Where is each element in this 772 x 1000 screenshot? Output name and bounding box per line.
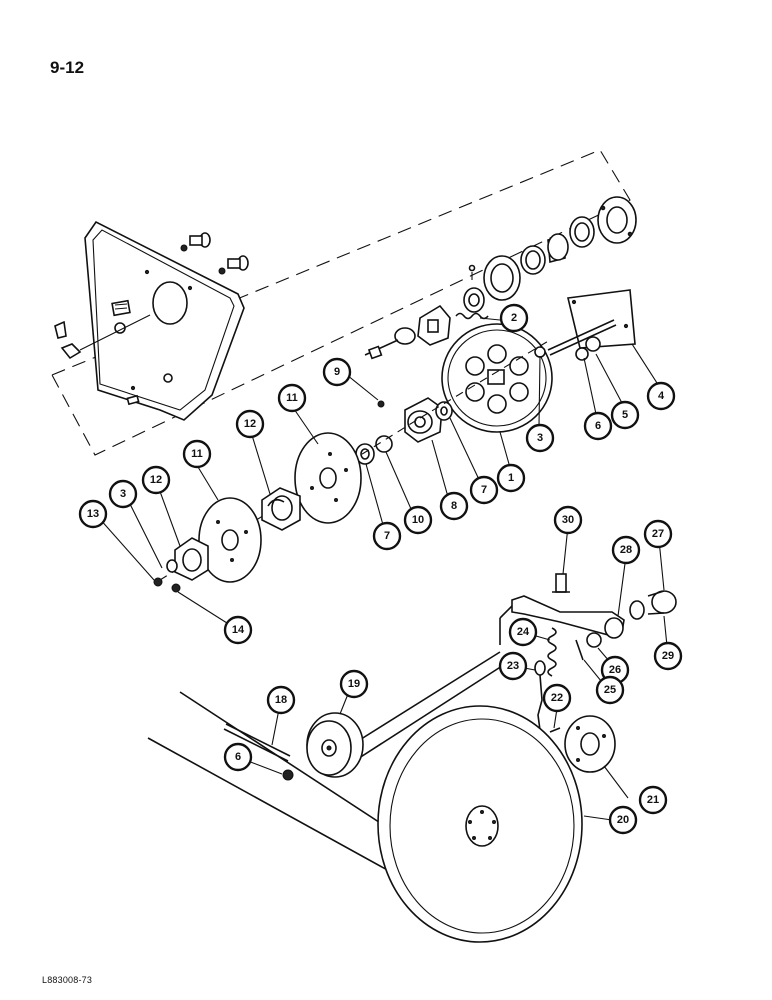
svg-text:6: 6 xyxy=(235,751,241,763)
svg-text:25: 25 xyxy=(604,684,616,696)
callout-11: 11 xyxy=(277,383,307,413)
callout-25: 25 xyxy=(595,675,625,705)
upper-clutch-set xyxy=(261,432,362,531)
svg-text:3: 3 xyxy=(120,488,126,500)
callout-3: 3 xyxy=(525,423,555,453)
figure-id: L883008-73 xyxy=(42,975,93,985)
callout-22: 22 xyxy=(542,683,572,713)
callout-27: 27 xyxy=(643,519,673,549)
assembly-axes xyxy=(159,339,551,581)
callout-5: 5 xyxy=(610,400,640,430)
svg-text:1: 1 xyxy=(508,472,514,484)
callout-19: 19 xyxy=(339,669,369,699)
callout-13: 13 xyxy=(78,499,108,529)
small-pulley xyxy=(282,712,364,781)
callout-23: 23 xyxy=(498,651,528,681)
callout-7: 7 xyxy=(469,475,499,505)
svg-text:5: 5 xyxy=(622,409,628,421)
svg-text:8: 8 xyxy=(451,500,457,512)
callout-30: 30 xyxy=(553,505,583,535)
callout-3b: 3 xyxy=(108,479,138,509)
callout-7b: 7 xyxy=(372,521,402,551)
pivot-bracket xyxy=(534,289,636,361)
large-pulley xyxy=(377,705,583,943)
key-rod xyxy=(223,723,291,762)
callout-29: 29 xyxy=(653,641,683,671)
cover-enclosure xyxy=(51,149,631,456)
bearing-flange xyxy=(355,397,453,465)
callout-28: 28 xyxy=(611,535,641,565)
callout-2: 2 xyxy=(499,303,529,333)
callout-12: 12 xyxy=(235,409,265,439)
callout-10: 10 xyxy=(403,505,433,535)
callout-18: 18 xyxy=(266,685,296,715)
svg-text:30: 30 xyxy=(562,514,574,526)
callout-6: 6 xyxy=(583,411,613,441)
callout-9: 9 xyxy=(322,357,352,387)
pulley-hub xyxy=(564,715,616,773)
cam-plate xyxy=(364,304,451,360)
cover-panel xyxy=(84,220,245,421)
callout-12b: 12 xyxy=(141,465,171,495)
large-gear xyxy=(441,323,553,433)
svg-text:22: 22 xyxy=(551,692,563,704)
svg-text:4: 4 xyxy=(658,390,665,402)
svg-text:26: 26 xyxy=(609,664,621,676)
callout-21: 21 xyxy=(638,785,668,815)
svg-text:10: 10 xyxy=(412,514,424,526)
page-number: 9-12 xyxy=(50,58,85,77)
lower-clutch-set xyxy=(153,497,262,593)
svg-text:9: 9 xyxy=(334,366,340,378)
svg-text:12: 12 xyxy=(244,418,256,430)
svg-text:18: 18 xyxy=(275,694,287,706)
callout-leaders xyxy=(98,317,669,821)
idler-arm xyxy=(499,573,677,661)
svg-text:28: 28 xyxy=(620,544,632,556)
svg-text:20: 20 xyxy=(617,814,629,826)
bearing-housing-stack xyxy=(463,196,637,313)
svg-text:21: 21 xyxy=(647,794,659,806)
tension-spring xyxy=(534,627,561,733)
svg-text:3: 3 xyxy=(537,432,543,444)
spring-small xyxy=(455,312,489,320)
callout-11b: 11 xyxy=(182,439,212,469)
svg-text:19: 19 xyxy=(348,678,360,690)
callout-4: 4 xyxy=(646,381,676,411)
svg-text:12: 12 xyxy=(150,474,162,486)
panel-hardware xyxy=(54,232,249,406)
svg-text:11: 11 xyxy=(191,448,203,460)
callout-14: 14 xyxy=(223,615,253,645)
callout-20: 20 xyxy=(608,805,638,835)
svg-text:23: 23 xyxy=(507,660,519,672)
svg-text:14: 14 xyxy=(232,624,245,636)
svg-text:7: 7 xyxy=(384,530,390,542)
svg-text:11: 11 xyxy=(286,392,298,404)
svg-text:2: 2 xyxy=(511,312,517,324)
callout-6b: 6 xyxy=(223,742,253,772)
svg-text:13: 13 xyxy=(87,508,99,520)
svg-text:7: 7 xyxy=(481,484,487,496)
callout-24: 24 xyxy=(508,617,538,647)
svg-text:24: 24 xyxy=(517,626,530,638)
svg-text:27: 27 xyxy=(652,528,664,540)
callout-1: 1 xyxy=(496,463,526,493)
svg-text:6: 6 xyxy=(595,420,601,432)
callout-8: 8 xyxy=(439,491,469,521)
svg-text:29: 29 xyxy=(662,650,674,662)
